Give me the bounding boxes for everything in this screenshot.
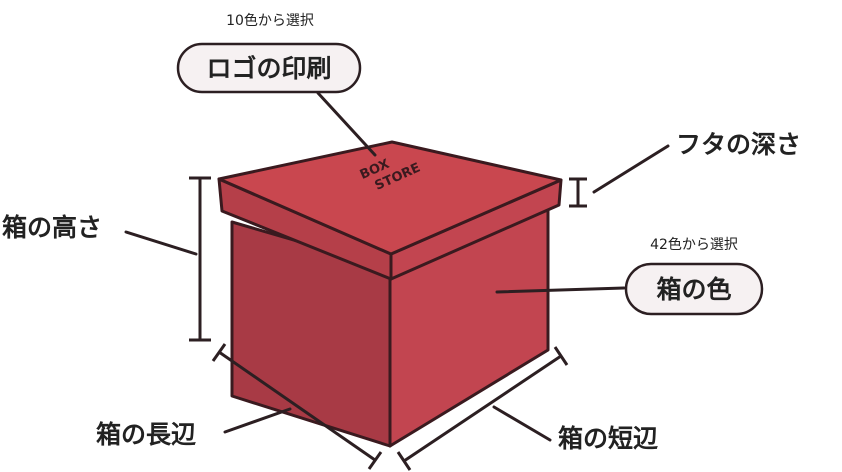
- short-side-label: 箱の短辺: [558, 424, 658, 453]
- box-height-leader-line: [124, 230, 198, 256]
- box-color-pill: [624, 262, 764, 316]
- logo-print-label: ロゴの印刷: [206, 54, 331, 83]
- box-color-label: 箱の色: [656, 275, 731, 304]
- lid-depth-bracket: [569, 177, 587, 208]
- logo-leader-line: [316, 91, 377, 157]
- box-height-bracket: [189, 176, 211, 342]
- lid-depth-leader-line: [592, 144, 670, 194]
- short-side-bracket: [396, 346, 569, 471]
- long-side-bracket: [211, 343, 383, 470]
- lid-top: [217, 140, 563, 256]
- long-side-label: 箱の長辺: [96, 420, 196, 449]
- box-height-label: 箱の高さ: [2, 213, 102, 242]
- long-side-leader-line: [223, 407, 292, 434]
- logo-colors-caption: 10色から選択: [226, 12, 314, 29]
- box-colors-caption: 42色から選択: [650, 236, 738, 253]
- lid-depth-label: フタの深さ: [676, 130, 801, 159]
- short-side-leader-line: [492, 405, 552, 442]
- logo-print-pill: [176, 42, 362, 94]
- box-color-leader-line: [495, 286, 626, 294]
